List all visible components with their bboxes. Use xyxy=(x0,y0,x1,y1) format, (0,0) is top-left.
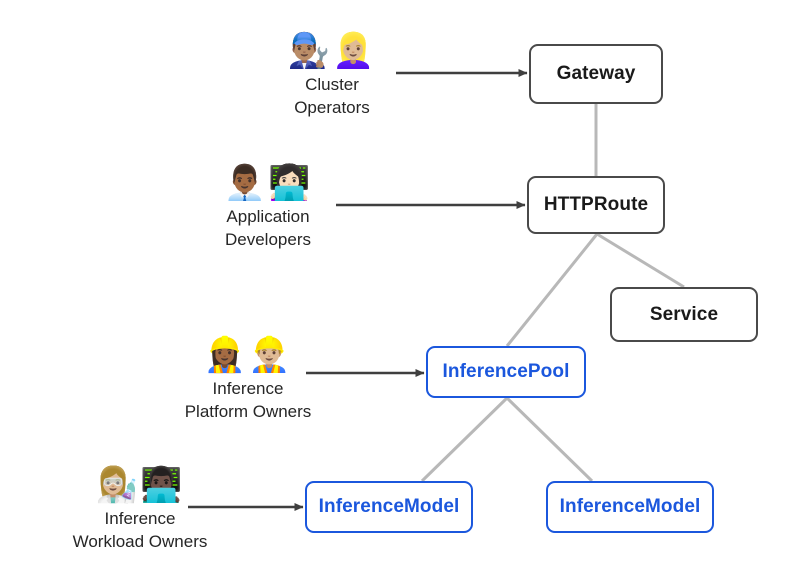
actor-inference-platform-owners: 👷🏾‍♀️👷🏼‍♂️ Inference Platform Owners xyxy=(160,334,336,422)
node-inferencepool-label: InferencePool xyxy=(442,361,570,382)
actor-inference-workload-owners: 👩🏼‍🔬👨🏿‍💻 Inference Workload Owners xyxy=(48,464,232,552)
inference-platform-owners-label-line1: Inference xyxy=(212,379,284,398)
inference-platform-owners-icons: 👷🏾‍♀️👷🏼‍♂️ xyxy=(203,336,293,374)
inference-workload-owners-label-line1: Inference xyxy=(104,509,176,528)
node-service[interactable]: Service xyxy=(610,287,758,342)
cluster-operators-label-line2: Operators xyxy=(294,98,370,117)
node-httproute-label: HTTPRoute xyxy=(543,194,649,215)
node-inferencemodel-1[interactable]: InferenceModel xyxy=(305,481,473,533)
application-developers-label-line1: Application xyxy=(226,207,310,226)
node-inferencepool[interactable]: InferencePool xyxy=(426,346,586,398)
application-developers-label-line2: Developers xyxy=(225,230,311,249)
actor-application-developers: 👨🏾‍💼👩🏻‍💻 Application Developers xyxy=(204,162,332,250)
node-gateway[interactable]: Gateway xyxy=(529,44,663,104)
edge-inferencepool-model-1 xyxy=(420,396,509,483)
inference-workload-owners-icons: 👩🏼‍🔬👨🏿‍💻 xyxy=(95,466,185,504)
node-inferencemodel-2-label: InferenceModel xyxy=(559,496,701,517)
node-inferencemodel-2[interactable]: InferenceModel xyxy=(546,481,714,533)
node-httproute[interactable]: HTTPRoute xyxy=(527,176,665,234)
edge-httproute-inferencepool xyxy=(505,233,599,347)
cluster-operators-label-line1: Cluster xyxy=(305,75,359,94)
node-service-label: Service xyxy=(649,303,719,325)
cluster-operators-icons: 👨🏽‍🔧👱🏼‍♀️ xyxy=(287,32,377,70)
application-developers-icons: 👨🏾‍💼👩🏻‍💻 xyxy=(223,164,313,202)
node-inferencemodel-1-label: InferenceModel xyxy=(318,496,460,517)
inference-workload-owners-label-line2: Workload Owners xyxy=(72,532,208,551)
node-gateway-label: Gateway xyxy=(556,63,636,84)
edge-httproute-service xyxy=(596,232,685,289)
actor-cluster-operators: 👨🏽‍🔧👱🏼‍♀️ Cluster Operators xyxy=(268,30,396,118)
edge-inferencepool-model-2 xyxy=(505,396,594,483)
inference-platform-owners-label-line2: Platform Owners xyxy=(184,402,312,421)
